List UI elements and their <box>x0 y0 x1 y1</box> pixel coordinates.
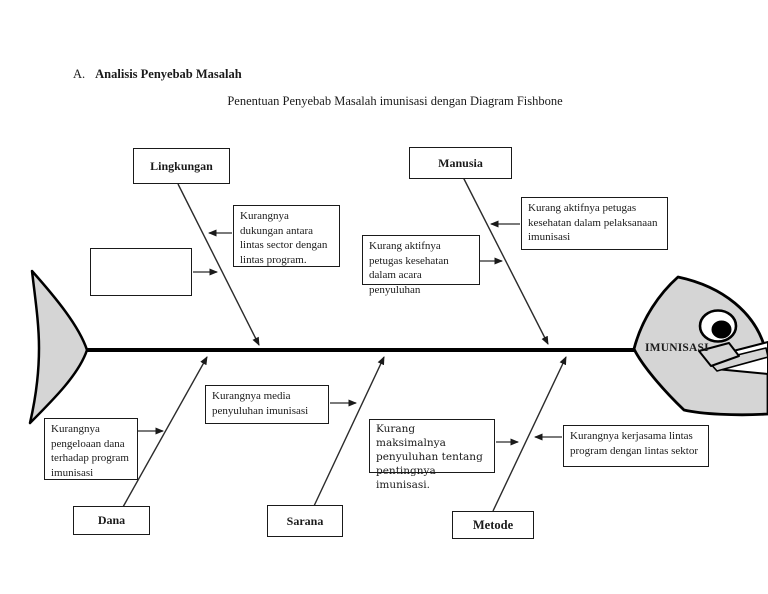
cause-box-empty <box>90 248 192 296</box>
cause-box-pengeloaan-dana: Kurangnya pengeloaan dana terhadap progr… <box>44 418 138 480</box>
fish-jaw-strip <box>708 347 768 372</box>
page-title: A. Analisis Penyebab Masalah <box>73 67 242 82</box>
category-label-manusia: Manusia <box>438 155 483 170</box>
cause-box-maksimal-penyuluhan: Kurang maksimalnya penyuluhan tentang pe… <box>369 419 495 491</box>
problem-label: IMUNISASI <box>645 342 709 354</box>
cause-box-pelaksanaan-imunisasi: Kurang aktifnya petugas kesehatan dalam … <box>521 197 668 250</box>
fish-eye-highlight <box>709 317 716 324</box>
category-box-metode: Metode <box>452 511 534 539</box>
category-box-sarana: Sarana <box>267 505 343 537</box>
bone-lingkungan <box>177 183 260 346</box>
category-label-lingkungan: Lingkungan <box>150 158 213 173</box>
cause-box-kerjasama-lintas: Kurangnya kerjasama lintas program denga… <box>563 425 709 467</box>
bone-sarana <box>313 356 385 507</box>
diagram-subtitle: Penentuan Penyebab Masalah imunisasi den… <box>227 94 563 108</box>
cause-box-dukungan: Kurangnya dukungan antara lintas sector … <box>233 205 340 267</box>
fish-lip-flap <box>698 342 740 367</box>
fish-eye-pupil <box>711 320 732 339</box>
bone-manusia <box>462 176 549 345</box>
category-box-lingkungan: Lingkungan <box>133 148 230 184</box>
page-title-text: Analisis Penyebab Masalah <box>95 67 242 81</box>
bone-metode <box>492 356 567 512</box>
category-label-sarana: Sarana <box>286 513 324 528</box>
category-label-metode: Metode <box>472 517 514 532</box>
page-title-prefix: A. <box>73 67 86 81</box>
cause-box-acara-penyuluhan: Kurang aktifnya petugas kesehatan dalam … <box>362 235 480 296</box>
category-box-dana: Dana <box>73 506 150 535</box>
fish-head <box>632 275 768 417</box>
bone-dana <box>122 356 208 508</box>
cause-box-media-penyuluhan: Kurangnya media penyuluhan imunisasi <box>205 385 329 424</box>
category-box-manusia: Manusia <box>409 147 512 179</box>
fish-tail <box>28 269 89 425</box>
category-label-dana: Dana <box>97 513 126 527</box>
